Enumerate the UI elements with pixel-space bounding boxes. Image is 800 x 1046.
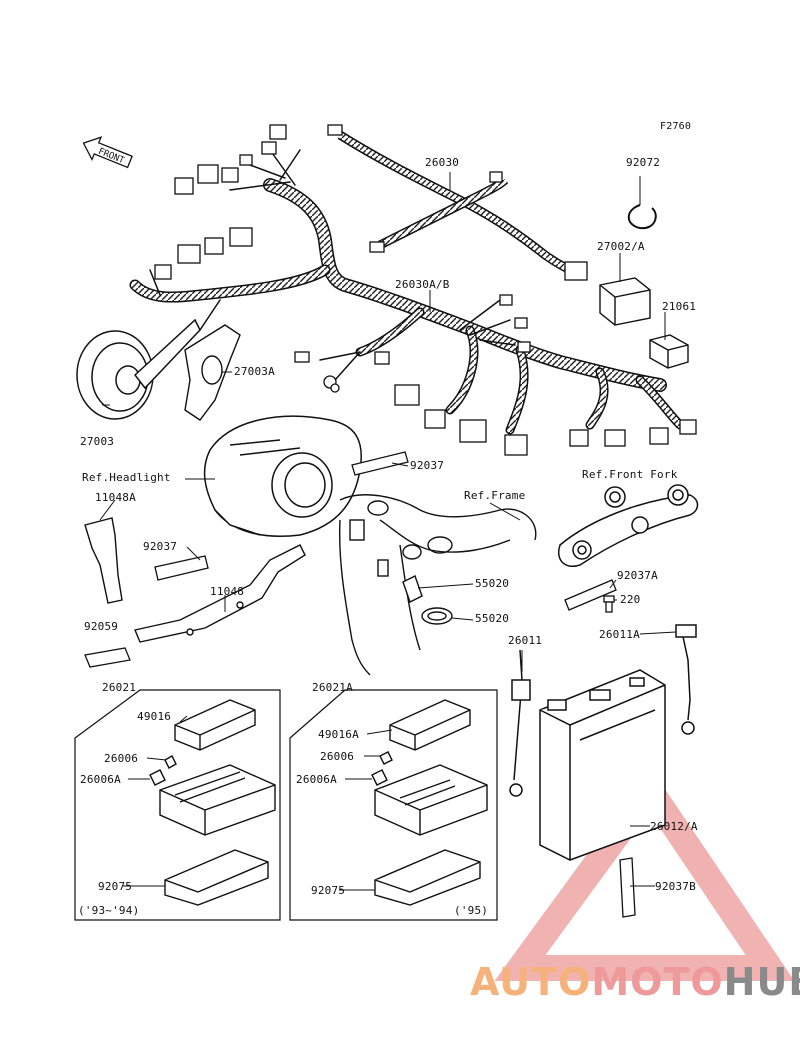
sub-harness-26030	[327, 124, 588, 281]
bracket-11048	[134, 544, 306, 643]
label-92072: 92072	[626, 156, 661, 169]
label-26006a-right: 26006A	[296, 773, 337, 786]
label-92037-left: 92037	[143, 540, 178, 553]
bracket-27003a	[184, 324, 241, 421]
strap-92037-top	[351, 451, 409, 476]
cable-26011a	[675, 624, 697, 735]
clip-92072	[627, 204, 657, 230]
bracket-11048a	[84, 517, 123, 604]
label-92037a: 92037A	[617, 569, 658, 582]
ref-frame-label: Ref.Frame	[464, 489, 526, 502]
label-26011: 26011	[508, 634, 543, 647]
label-26006a: 26006A	[80, 773, 121, 786]
label-26021a: 26021A	[312, 681, 353, 694]
label-27002: 27002/A	[597, 240, 645, 253]
label-55020-a: 55020	[475, 577, 510, 590]
ref-front-fork-label: Ref.Front Fork	[582, 468, 678, 481]
relay-27002	[599, 277, 651, 326]
strap-92037b	[619, 857, 636, 918]
horn-27003	[76, 318, 201, 420]
ref-headlight-label: Ref.Headlight	[82, 471, 171, 484]
years-left-box: ('93~'94)	[78, 904, 140, 917]
part-21061	[649, 334, 689, 369]
label-26011a: 26011A	[599, 628, 640, 641]
leader-lines	[99, 172, 677, 891]
label-92075: 92075	[98, 880, 133, 893]
fuse-box-panels	[74, 689, 498, 921]
watermark-logo: AUTOMOTOHUB	[470, 960, 800, 1004]
label-92059: 92059	[84, 620, 119, 633]
label-26006-right: 26006	[320, 750, 355, 763]
front-arrow-icon: FRONT	[82, 136, 133, 169]
label-26012: 26012/A	[650, 820, 698, 833]
bolt-220	[603, 595, 615, 613]
battery-26012	[539, 669, 666, 861]
label-26030: 26030	[425, 156, 460, 169]
label-220: 220	[620, 593, 641, 606]
headlight-housing	[203, 415, 362, 537]
label-26021: 26021	[102, 681, 137, 694]
fuse-box-left	[149, 699, 276, 906]
watermark-part-auto: AUTO	[470, 960, 592, 1004]
label-92075-right: 92075	[311, 884, 346, 897]
label-49016a: 49016A	[318, 728, 359, 741]
label-21061: 21061	[662, 300, 697, 313]
figure-code: F2760	[660, 121, 692, 132]
fuse-box-right	[371, 699, 488, 906]
harness-connectors	[154, 124, 697, 456]
label-26006: 26006	[104, 752, 139, 765]
strap-92037a	[564, 579, 617, 611]
main-wire-harness	[129, 149, 685, 435]
strap-92037-left	[154, 555, 209, 581]
watermark-part-hub: HUB	[723, 960, 800, 1004]
cable-26011	[509, 649, 531, 797]
label-92037b: 92037B	[655, 880, 696, 893]
label-55020-b: 55020	[475, 612, 510, 625]
years-right-box: ('95)	[454, 904, 489, 917]
label-27003: 27003	[80, 435, 115, 448]
label-11048: 11048	[210, 585, 245, 598]
label-49016: 49016	[137, 710, 172, 723]
front-fork-bracket	[558, 484, 699, 567]
label-27003a: 27003A	[234, 365, 275, 378]
label-26030ab: 26030A/B	[395, 278, 450, 291]
grommets-55020	[402, 575, 453, 625]
pad-92059	[84, 647, 131, 668]
label-92037-top: 92037	[410, 459, 445, 472]
frame-reference	[338, 494, 537, 676]
label-11048a: 11048A	[95, 491, 136, 504]
watermark-part-moto: MOTO	[591, 960, 724, 1004]
